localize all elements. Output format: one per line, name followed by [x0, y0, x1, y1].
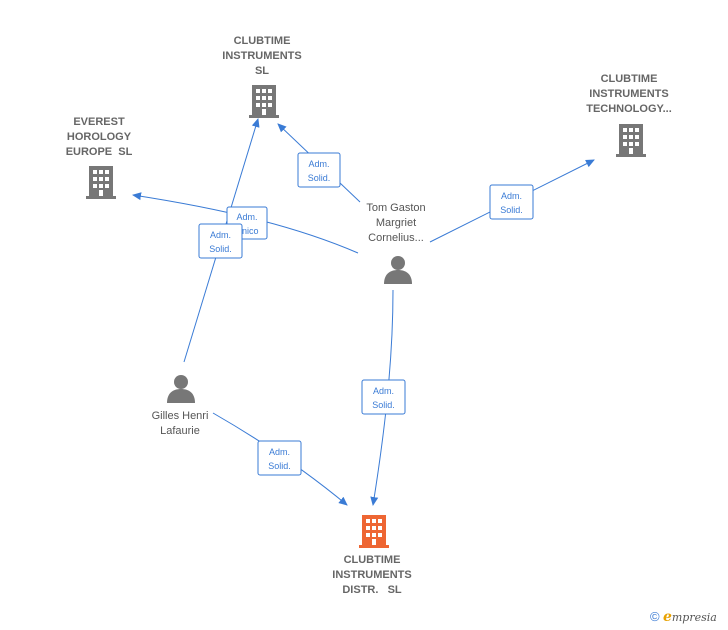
node-clubtime-instruments-technology[interactable]: CLUBTIME INSTRUMENTS TECHNOLOGY... [586, 73, 672, 157]
svg-text:EUROPE SL: EUROPE SL [66, 146, 133, 158]
svg-text:Adm.: Adm. [210, 230, 231, 240]
svg-text:Tom Gaston: Tom Gaston [366, 202, 425, 214]
badge-tom-to-clubtime-sl[interactable]: Adm. Solid. [297, 152, 341, 188]
svg-text:EVEREST: EVEREST [73, 116, 125, 128]
svg-text:Adm.: Adm. [373, 386, 394, 396]
svg-text:Solid.: Solid. [209, 244, 232, 254]
svg-text:INSTRUMENTS: INSTRUMENTS [332, 569, 411, 581]
copyright-icon: © [650, 609, 660, 624]
svg-text:INSTRUMENTS: INSTRUMENTS [589, 88, 668, 100]
empresia-logo[interactable]: © empresia [650, 609, 717, 625]
person-icon [167, 375, 195, 403]
svg-text:Adm.: Adm. [308, 159, 329, 169]
svg-text:Adm.: Adm. [501, 191, 522, 201]
svg-text:TECHNOLOGY...: TECHNOLOGY... [586, 103, 672, 115]
svg-text:CLUBTIME: CLUBTIME [234, 35, 291, 47]
svg-text:Solid.: Solid. [268, 461, 291, 471]
building-icon [86, 166, 116, 199]
svg-text:Gilles Henri: Gilles Henri [152, 410, 209, 422]
building-icon [616, 124, 646, 157]
badge-tom-to-main[interactable]: Adm. Solid. [361, 379, 406, 415]
svg-text:Unico: Unico [235, 226, 258, 236]
svg-text:Adm.: Adm. [236, 212, 257, 222]
svg-text:Solid.: Solid. [308, 173, 331, 183]
edges [132, 118, 595, 506]
brand-name: mpresia [671, 611, 717, 624]
badge-tom-to-clubtime-tech[interactable]: Adm. Solid. [489, 184, 534, 220]
node-gilles-henri-lafaurie[interactable]: Gilles Henri Lafaurie [152, 375, 209, 437]
svg-text:Lafaurie: Lafaurie [160, 425, 200, 437]
edge-badges: Adm. Solid. Adm. Unico Adm. Solid. Adm. … [198, 152, 534, 476]
node-clubtime-instruments-sl[interactable]: CLUBTIME INSTRUMENTS SL [222, 35, 302, 118]
person-icon [384, 256, 412, 284]
svg-text:SL: SL [255, 65, 269, 77]
svg-text:INSTRUMENTS: INSTRUMENTS [222, 50, 301, 62]
node-tom-gaston[interactable]: Tom Gaston Margriet Cornelius... [366, 202, 426, 284]
svg-text:Margriet: Margriet [376, 217, 416, 229]
svg-text:DISTR. SL: DISTR. SL [342, 584, 402, 596]
svg-text:Solid.: Solid. [372, 400, 395, 410]
svg-text:CLUBTIME: CLUBTIME [601, 73, 658, 85]
building-icon [249, 85, 279, 118]
badge-gilles-to-main[interactable]: Adm. Solid. [257, 440, 302, 476]
building-icon [359, 515, 389, 548]
svg-text:Adm.: Adm. [269, 447, 290, 457]
brand-initial: e [662, 609, 672, 625]
svg-text:HOROLOGY: HOROLOGY [67, 131, 132, 143]
node-clubtime-instruments-distr[interactable]: CLUBTIME INSTRUMENTS DISTR. SL [332, 515, 412, 596]
node-everest-horology-europe[interactable]: EVEREST HOROLOGY EUROPE SL [66, 116, 133, 199]
badge-gilles-to-clubtime-sl[interactable]: Adm. Solid. [198, 223, 243, 259]
svg-text:Solid.: Solid. [500, 205, 523, 215]
svg-text:Cornelius...: Cornelius... [368, 232, 424, 244]
svg-text:CLUBTIME: CLUBTIME [344, 554, 401, 566]
